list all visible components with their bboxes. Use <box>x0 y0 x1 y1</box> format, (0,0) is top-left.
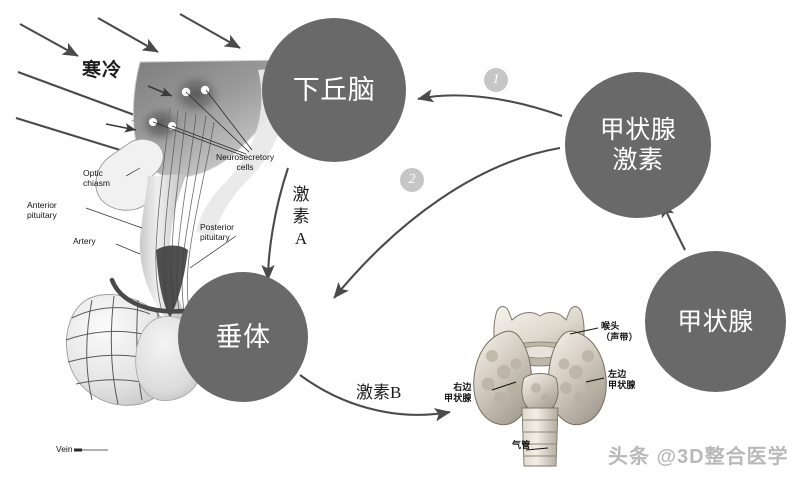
node-thyroid-hormone-label-line1: 甲状腺 <box>599 116 677 144</box>
label-trachea: 气管 <box>512 440 531 450</box>
thyroid-gland-illustration <box>473 306 607 467</box>
node-thyroid-hormone[interactable]: 甲状腺 激素 <box>565 72 711 218</box>
node-pituitary[interactable]: 垂体 <box>178 272 308 402</box>
node-thyroid-hormone-label-line2: 激素 <box>612 146 664 174</box>
label-hormone-b: 激素B <box>356 383 402 402</box>
label-anterior-pituitary: Anterior pituitary <box>27 200 57 221</box>
arrow-hormone-b <box>299 374 451 422</box>
hypothalamus-pituitary-illustration <box>65 59 301 452</box>
node-pituitary-label: 垂体 <box>215 321 271 352</box>
node-hypothalamus-label: 下丘脑 <box>292 74 376 105</box>
step-badge-2: 2 <box>400 168 424 192</box>
node-thyroid-label: 甲状腺 <box>677 307 754 336</box>
step-badge-1-number: 1 <box>492 72 500 87</box>
step-badge-1: 1 <box>484 68 508 92</box>
neurosecretory-nuclei <box>138 72 222 143</box>
label-larynx: 喉头 （声带） <box>601 321 638 342</box>
label-left-thyroid-lobe: 左边 甲状腺 <box>608 369 636 390</box>
label-posterior-pituitary: Posterior pituitary <box>200 222 235 243</box>
label-cold: 寒冷 <box>82 60 123 81</box>
label-hormone-a: 激素A <box>292 185 310 248</box>
label-optic-chiasm: Optic chiasm <box>83 168 110 189</box>
label-right-thyroid-lobe: 右边 甲状腺 <box>444 382 472 403</box>
label-vein: Vein <box>56 444 73 454</box>
arrow-feedback-1 <box>417 89 563 117</box>
arrow-hormone-a <box>261 167 289 281</box>
node-hypothalamus[interactable]: 下丘脑 <box>262 18 406 162</box>
label-artery: Artery <box>73 236 96 246</box>
step-badge-2-number: 2 <box>408 172 416 187</box>
node-thyroid[interactable]: 甲状腺 <box>645 251 786 392</box>
label-neurosecretory-cells: Neurosecretory cells <box>216 152 275 173</box>
cold-stimulus-arrows <box>15 13 241 160</box>
arrow-feedback-2 <box>333 146 561 299</box>
watermark: 头条 @3D整合医学 <box>608 446 789 468</box>
